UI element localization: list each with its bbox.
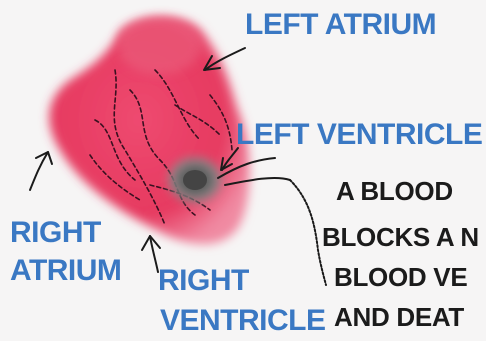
label-right-ventricle-line1: RIGHT xyxy=(158,264,249,298)
caption-line-4: AND DEAT xyxy=(334,302,464,333)
caption-line-1: A BLOOD xyxy=(336,176,453,207)
caption-line-2: BLOCKS A N xyxy=(322,222,479,253)
arrow-right-atrium xyxy=(30,152,48,190)
heart-body xyxy=(49,17,250,245)
caption-line-3: BLOOD VE xyxy=(334,262,467,293)
label-right-atrium-line2: ATRIUM xyxy=(10,254,121,288)
blood-clot xyxy=(169,158,221,202)
label-right-atrium-line1: RIGHT xyxy=(10,216,101,250)
label-left-ventricle: LEFT VENTRICLE xyxy=(236,118,482,152)
label-left-atrium: LEFT ATRIUM xyxy=(245,8,436,42)
label-right-ventricle-line2: VENTRICLE xyxy=(160,304,326,338)
